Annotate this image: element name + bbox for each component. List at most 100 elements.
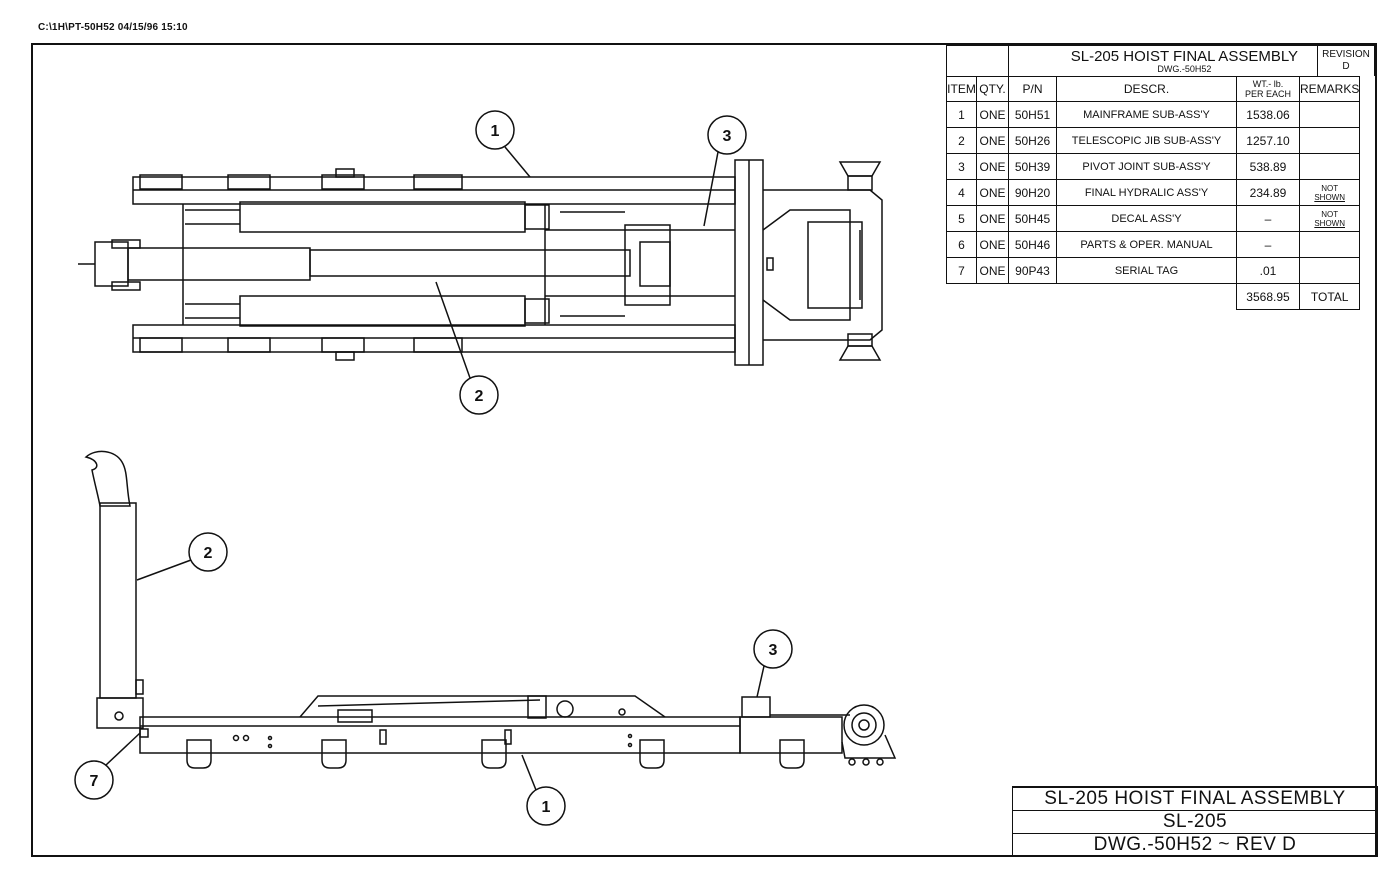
parts-list-title-row: SL-205 HOIST FINAL ASSEMBLY DWG.-50H52 [946,45,1360,77]
total-weight: 3568.95 [1236,283,1300,310]
balloon-side-2: 2 [136,532,228,581]
cell-qty: ONE [976,231,1009,258]
cell-weight: 234.89 [1236,179,1300,206]
balloon-top-1: 1 [475,110,531,178]
top-view-pivot-block [624,224,671,306]
parts-list-title-cell: SL-205 HOIST FINAL ASSEMBLY DWG.-50H52 [1007,45,1360,77]
cell-qty: ONE [976,127,1009,154]
cell-weight: – [1236,205,1300,232]
cell-descr: TELESCOPIC JIB SUB-ASS'Y [1056,127,1237,154]
top-view-jib-outer [127,247,311,281]
cell-remarks [1298,231,1361,258]
cell-pn: 50H46 [1008,231,1057,258]
cell-descr: MAINFRAME SUB-ASS'Y [1056,101,1237,128]
parts-list-header-row: ITEM QTY. P/N DESCR. WT.- lb. PER EACH R… [946,76,1361,102]
parts-list-table: SL-205 HOIST FINAL ASSEMBLY DWG.-50H52 I… [946,45,1361,310]
total-label: TOTAL [1298,283,1361,310]
title-block-name: SL-205 HOIST FINAL ASSEMBLY [1012,786,1378,811]
top-view-lower-roller [838,345,882,361]
column-remarks: REMARKS [1298,76,1361,102]
cell-item: 3 [946,153,977,180]
balloon-label: 3 [723,128,732,145]
balloon-side-7: 7 [74,732,141,800]
parts-list-drawing-number: DWG.-50H52 [1157,63,1212,74]
column-weight: WT.- lb. PER EACH [1236,76,1300,102]
side-view-mainframe [139,716,741,754]
cell-item: 4 [946,179,977,206]
cell-remarks [1298,257,1361,284]
cell-pn: 50H45 [1008,205,1057,232]
cell-descr: DECAL ASS'Y [1056,205,1237,232]
cell-qty: ONE [976,101,1009,128]
revision-box: REVISION D [1317,45,1375,76]
cell-remarks [1298,101,1361,128]
balloon-label: 2 [475,388,484,405]
balloon-label: 7 [90,773,99,790]
cell-qty: ONE [976,257,1009,284]
balloon-side-1: 1 [521,754,566,826]
cell-item: 2 [946,127,977,154]
cell-item: 1 [946,101,977,128]
balloon-label: 2 [204,545,213,562]
top-view-upper-roller [838,161,882,177]
cell-pn: 50H26 [1008,127,1057,154]
side-view-pivot-block [741,696,771,718]
cell-descr: SERIAL TAG [1056,257,1237,284]
title-block: SL-205 HOIST FINAL ASSEMBLY SL-205 DWG.-… [1012,786,1378,857]
cell-pn: 50H39 [1008,153,1057,180]
side-view-roller [843,704,885,746]
top-view-mount-blocks [139,168,463,361]
cell-pn: 90H20 [1008,179,1057,206]
cell-item: 7 [946,257,977,284]
top-view [78,159,883,366]
cell-pn: 90P43 [1008,257,1057,284]
side-view-hook [84,450,131,507]
top-view-upper-cylinder [239,201,526,233]
cell-descr: PIVOT JOINT SUB-ASS'Y [1056,153,1237,180]
balloon-side-3: 3 [753,629,793,698]
cell-weight: 1538.06 [1236,101,1300,128]
side-view-feet [186,739,805,769]
cell-remarks [1298,153,1361,180]
cell-weight: 538.89 [1236,153,1300,180]
title-block-drawing-number: DWG.-50H52 ~ REV D [1012,833,1378,857]
cell-qty: ONE [976,205,1009,232]
cell-weight: – [1236,231,1300,258]
parts-list-title: SL-205 HOIST FINAL ASSEMBLY [1070,47,1299,65]
drawing-frame [31,43,1377,857]
balloon-label: 1 [542,799,551,816]
cell-item: 5 [946,205,977,232]
cell-descr: PARTS & OPER. MANUAL [1056,231,1237,258]
balloon-top-2: 2 [435,281,499,415]
parts-list-total-row: 3568.95 TOTAL [947,283,1361,310]
revision-value: D [1342,61,1350,72]
side-view [84,450,897,769]
cell-qty: ONE [976,179,1009,206]
revision-label: REVISION [1322,49,1370,60]
column-descr: DESCR. [1056,76,1237,102]
column-qty: QTY. [976,76,1009,102]
column-item: ITEM [946,76,977,102]
cell-pn: 50H51 [1008,101,1057,128]
file-path-stamp: C:\1H\PT-50H52 04/15/96 15:10 [38,22,188,33]
cell-descr: FINAL HYDRALIC ASS'Y [1056,179,1237,206]
top-view-jib-inner [309,249,631,277]
balloon-label: 3 [769,642,778,659]
cell-item: 6 [946,231,977,258]
side-view-jib-column [99,502,137,699]
title-block-model: SL-205 [1012,810,1378,834]
column-pn: P/N [1008,76,1057,102]
cell-remarks [1298,127,1361,154]
balloon-top-3: 3 [703,115,747,227]
top-view-lower-cylinder [239,295,526,327]
cell-weight: 1257.10 [1236,127,1300,154]
